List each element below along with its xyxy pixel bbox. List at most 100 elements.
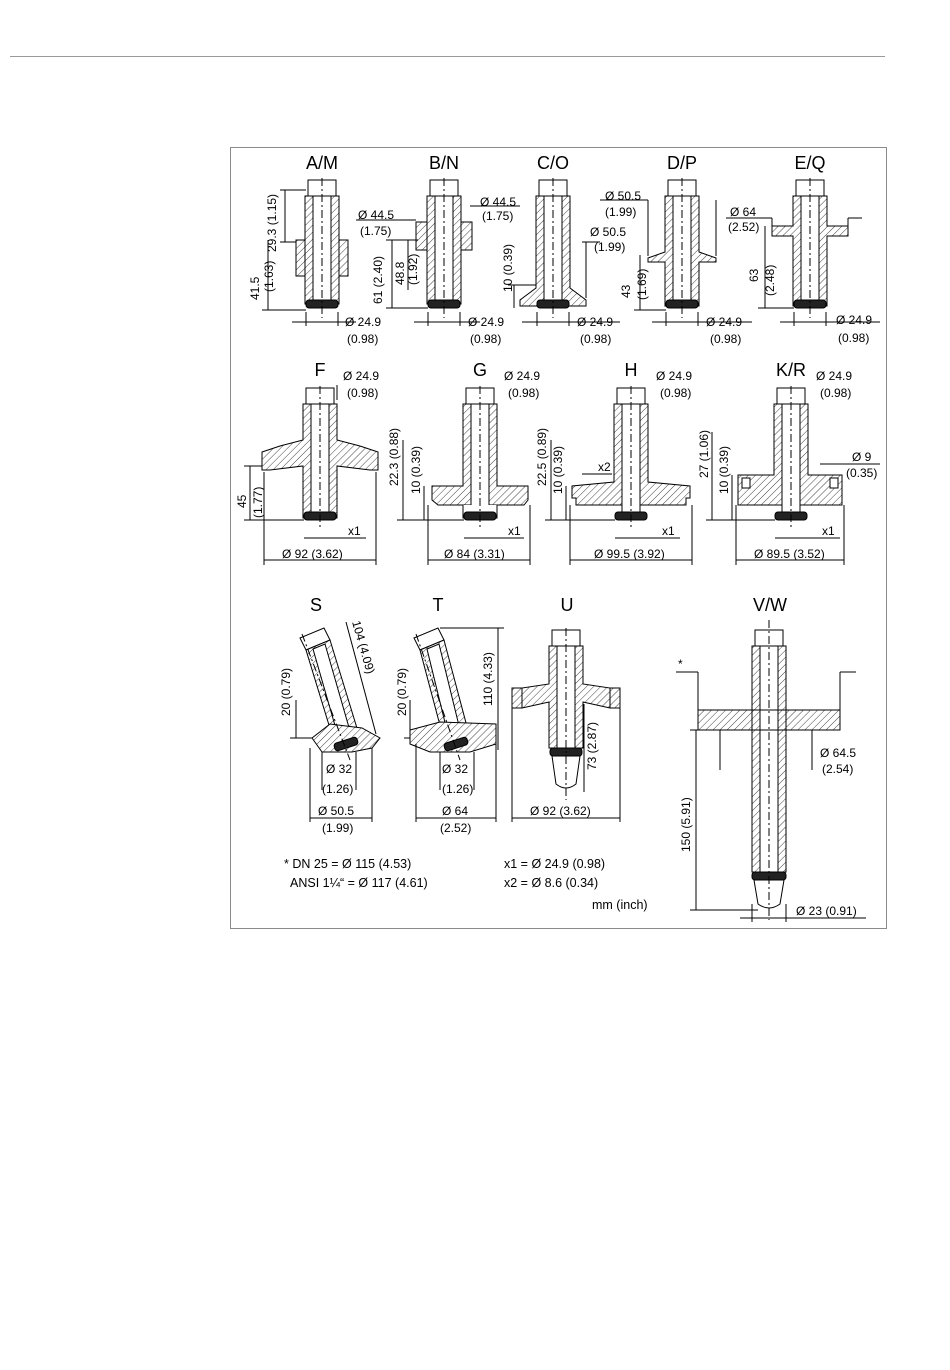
variant-bn-drawing xyxy=(356,178,520,326)
variant-co-drawing xyxy=(508,178,620,326)
dim-label: Ø 44.5 xyxy=(358,208,394,222)
dim-label: 110 (4.33) xyxy=(481,652,495,706)
dim-label: (0.98) xyxy=(347,332,378,346)
dim-label: Ø 89.5 (3.52) xyxy=(754,547,825,561)
variant-kr-title: K/R xyxy=(776,360,806,380)
dim-label: 29.3 (1.15) xyxy=(265,194,279,252)
dim-label: Ø 92 (3.62) xyxy=(282,547,343,561)
dim-label: (1.75) xyxy=(360,224,391,238)
dim-label: Ø 44.5 xyxy=(480,195,516,209)
dim-label: (0.98) xyxy=(580,332,611,346)
dim-label: 20 (0.79) xyxy=(279,668,293,716)
dim-label: Ø 24.9 xyxy=(504,369,540,383)
dim-label: Ø 24.9 xyxy=(577,315,613,329)
dim-label: 43 xyxy=(619,284,633,298)
dim-label: Ø 24.9 xyxy=(656,369,692,383)
dim-label: 22.3 (0.88) xyxy=(387,428,401,486)
dim-label: x1 xyxy=(348,524,361,538)
dim-label: (1.92) xyxy=(406,254,420,285)
variant-vw-title: V/W xyxy=(753,595,787,615)
dim-label: Ø 24.9 xyxy=(816,369,852,383)
variant-vw-drawing xyxy=(676,620,866,922)
dim-label: 10 (0.39) xyxy=(551,446,565,494)
dim-label: (0.98) xyxy=(347,386,378,400)
dim-label: Ø 9 xyxy=(852,450,872,464)
dim-label: Ø 32 xyxy=(326,762,352,776)
dim-label: Ø 23 (0.91) xyxy=(796,904,857,918)
variant-g-title: G xyxy=(473,360,487,380)
dim-label: (0.35) xyxy=(846,466,877,480)
dim-label: Ø 64 xyxy=(730,205,756,219)
variant-t-drawing xyxy=(404,627,504,822)
dim-label: (2.52) xyxy=(440,821,471,835)
dim-label: (0.98) xyxy=(660,386,691,400)
note-x2: x2 = Ø 8.6 (0.34) xyxy=(504,876,598,890)
variant-t-title: T xyxy=(433,595,444,615)
dim-label: x1 xyxy=(822,524,835,538)
dim-label: (1.26) xyxy=(322,782,353,796)
variant-bn-title: B/N xyxy=(429,153,459,173)
dim-label: 61 (2.40) xyxy=(371,256,385,304)
dim-label: x1 xyxy=(508,524,521,538)
variant-g-drawing xyxy=(397,386,531,565)
dim-label: 27 (1.06) xyxy=(697,430,711,478)
dim-label: 22.5 (0.89) xyxy=(535,428,549,486)
dim-label: 104 (4.09) xyxy=(349,619,378,675)
note-dn25: * DN 25 = Ø 115 (4.53) xyxy=(284,857,411,871)
dim-label: 63 xyxy=(747,268,761,282)
header-rule xyxy=(10,56,885,57)
dim-label: 20 (0.79) xyxy=(395,668,409,716)
dim-label: (2.52) xyxy=(728,220,759,234)
dim-label: Ø 24.9 xyxy=(836,313,872,327)
dim-label: Ø 64 xyxy=(442,804,468,818)
dim-label: 150 (5.91) xyxy=(679,797,693,852)
dim-label: (0.98) xyxy=(838,331,869,345)
dim-label: * xyxy=(678,657,683,671)
variant-am-drawing xyxy=(262,178,356,326)
dim-label: 41.5 xyxy=(248,276,262,300)
variant-kr-drawing xyxy=(706,386,880,565)
dim-label: (0.98) xyxy=(710,332,741,346)
dim-label: 10 (0.39) xyxy=(409,446,423,494)
dim-label: (1.99) xyxy=(605,205,636,219)
dim-label: Ø 99.5 (3.92) xyxy=(594,547,665,561)
variant-dp-drawing xyxy=(600,178,752,326)
dim-label: Ø 92 (3.62) xyxy=(530,804,591,818)
dim-label: (1.75) xyxy=(482,209,513,223)
variant-h-title: H xyxy=(625,360,638,380)
dim-label: (2.54) xyxy=(822,762,853,776)
variant-co-title: C/O xyxy=(537,153,569,173)
dim-label: Ø 50.5 xyxy=(605,189,641,203)
variant-s-drawing xyxy=(290,621,381,822)
dim-label: (0.98) xyxy=(508,386,539,400)
note-ansi: ANSI 1¼“ = Ø 117 (4.61) xyxy=(290,876,428,890)
variant-u-drawing xyxy=(511,628,621,822)
dim-label: Ø 24.9 xyxy=(468,315,504,329)
dim-label: (1.63) xyxy=(262,261,276,292)
variant-dp-title: D/P xyxy=(667,153,697,173)
dim-label: Ø 24.9 xyxy=(706,315,742,329)
dim-label: Ø 84 (3.31) xyxy=(444,547,505,561)
dim-label: Ø 64.5 xyxy=(820,746,856,760)
dim-label: x2 xyxy=(598,460,611,474)
variant-f-title: F xyxy=(315,360,326,380)
dim-label: (0.98) xyxy=(820,386,851,400)
variant-u-title: U xyxy=(561,595,574,615)
note-units: mm (inch) xyxy=(592,898,648,912)
dim-label: Ø 32 xyxy=(442,762,468,776)
variant-am-title: A/M xyxy=(306,153,338,173)
dim-label: (1.69) xyxy=(635,269,649,300)
dim-label: (1.77) xyxy=(251,487,265,518)
dim-label: Ø 24.9 xyxy=(345,315,381,329)
variant-eq-title: E/Q xyxy=(794,153,825,173)
dim-label: Ø 50.5 xyxy=(590,225,626,239)
variant-h-drawing xyxy=(545,386,693,565)
dim-label: 45 xyxy=(235,494,249,508)
dim-label: 73 (2.87) xyxy=(585,722,599,770)
variant-eq-drawing xyxy=(726,178,880,326)
dim-label: x1 xyxy=(662,524,675,538)
dim-label: Ø 24.9 xyxy=(343,369,379,383)
dim-label: (1.99) xyxy=(594,240,625,254)
dim-label: (0.98) xyxy=(470,332,501,346)
